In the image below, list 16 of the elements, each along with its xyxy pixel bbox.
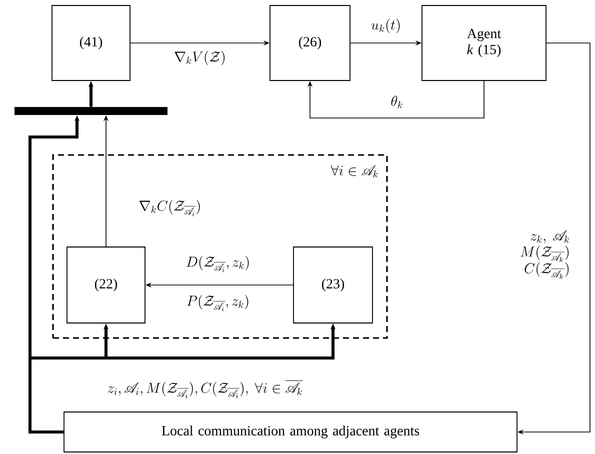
edge-label: $\begin{array}{r} z_k,\ \mathscr{A}_k \\ M(\mathcal{Z}_{\overline{\mathscr{A}_k}}) \\ C(\mathcal{Z}_{\overline{\mathscr{A}_k}}) \end{array}$: [520, 230, 570, 279]
process-box: (22): [66, 246, 146, 324]
arrow: [307, 80, 484, 118]
edge-label: $D(\mathcal{Z}_{\overline{\mathscr{A}_i}}, z_k)$: [186, 256, 249, 272]
process-box: Agent k (15): [422, 5, 546, 81]
edge-label: $\nabla_k V(\mathcal{Z})$: [174, 50, 225, 66]
process-box: (41): [52, 5, 130, 81]
process-box: (23): [293, 246, 373, 324]
edge-label: $\nabla_k C(\mathcal{Z}_{\overline{\mathscr{A}_i}})$: [139, 200, 200, 216]
process-box: Local communication among adjacent agents: [64, 412, 518, 452]
process-box: (26): [270, 5, 350, 81]
signal-label: $P(\mathcal{Z}_{\overline{\mathscr{A}_i}}, z_k)$: [187, 294, 248, 312]
edge-label: $u_k(t)$: [371, 18, 400, 34]
signal-label: $z_i, \mathscr{A}_i, M(\mathcal{Z}_{\overline{\mathscr{A}_i}}), C(\mathcal{Z}_{\overline{\mathscr{A}_i}}),\ \forall i \in \overline{\mathscr{A}_k}$: [108, 380, 303, 398]
group-label: $\forall i \in \mathscr{A}_k$: [330, 164, 378, 178]
edge-label: $\theta_k$: [391, 96, 402, 108]
